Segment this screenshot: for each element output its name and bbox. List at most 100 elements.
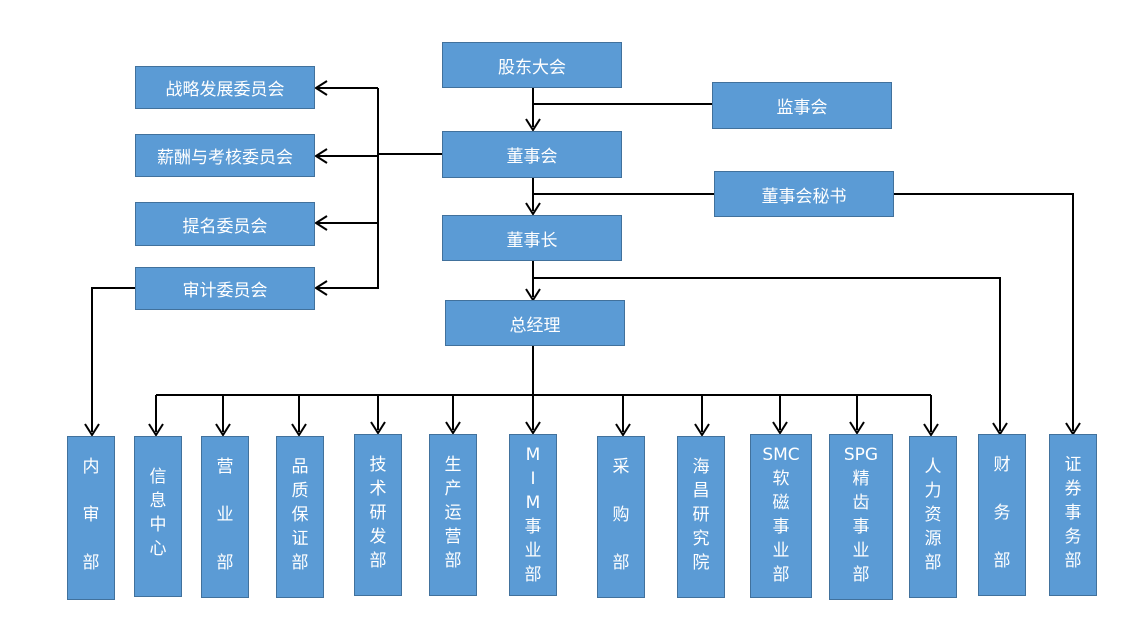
- shareholders-label: 股东大会: [498, 57, 566, 78]
- dept-char: 营: [444, 527, 462, 547]
- dept-sales: 营 业 部: [201, 436, 249, 598]
- dept-char: [88, 527, 93, 551]
- dept-finance: 财 务 部: [978, 434, 1026, 596]
- dept-securities: 证 券 事 务 部: [1049, 434, 1097, 596]
- dept-quality: 品 质 保 证 部: [276, 436, 324, 598]
- dept-char: [999, 525, 1004, 549]
- dept-char: 事: [852, 517, 870, 537]
- general-manager-label: 总经理: [509, 315, 561, 336]
- board-secretary-box: 董事会秘书: [714, 171, 894, 217]
- dept-char: 生: [444, 455, 462, 475]
- dept-char: [222, 479, 227, 503]
- dept-char: 部: [444, 551, 462, 571]
- nomination-committee-label: 提名委员会: [182, 216, 268, 237]
- dept-char: 昌: [692, 481, 710, 501]
- dept-char: 部: [612, 553, 630, 573]
- dept-char: 业: [772, 541, 790, 561]
- department-drop-lines: [148, 395, 939, 437]
- dept-char: 业: [852, 541, 870, 561]
- dept-char: 部: [1064, 551, 1082, 571]
- dept-char: 财: [993, 455, 1011, 475]
- dept-info-center: 信 息 中 心: [134, 436, 182, 597]
- dept-char: 事: [524, 517, 542, 537]
- arrowhead-internal-audit: [84, 423, 100, 437]
- arrowhead-nomination: [314, 215, 328, 231]
- dept-char: 部: [291, 553, 309, 573]
- arrowhead-spg: [849, 421, 865, 435]
- nomination-committee-box: 提名委员会: [135, 202, 315, 246]
- strategy-committee-box: 战略发展委员会: [135, 66, 315, 109]
- arrowhead-board: [525, 118, 541, 132]
- board-box: 董事会: [442, 131, 622, 178]
- dept-char: 心: [149, 539, 167, 559]
- dept-char: 部: [924, 553, 942, 573]
- connector-secretary-securities: [893, 193, 1074, 431]
- dept-char: 精: [852, 469, 870, 489]
- dept-char: 究: [692, 529, 710, 549]
- dept-char: 质: [291, 481, 309, 501]
- dept-char: 审: [82, 505, 100, 525]
- dept-char: [88, 479, 93, 503]
- arrowhead-chairman: [525, 202, 541, 216]
- dept-char: 磁: [772, 493, 790, 513]
- dept-char: I: [530, 469, 536, 489]
- arrowhead-compensation: [314, 148, 328, 164]
- dept-char: 齿: [852, 493, 870, 513]
- dept-mim: M I M 事 业 部: [509, 434, 557, 596]
- dept-smc: SMC 软 磁 事 业 部: [750, 434, 812, 598]
- dept-char: SPG: [843, 445, 879, 465]
- connector-chairman-finance: [533, 277, 1001, 431]
- audit-committee-box: 审计委员会: [135, 267, 315, 310]
- audit-committee-label: 审计委员会: [182, 281, 268, 301]
- dept-char: 力: [924, 481, 942, 501]
- dept-char: 务: [1064, 527, 1082, 547]
- dept-char: [618, 479, 623, 503]
- supervisors-box: 监事会: [712, 82, 892, 129]
- board-label: 董事会: [506, 147, 558, 167]
- dept-char: 源: [924, 529, 942, 549]
- dept-char: 事: [1064, 503, 1082, 523]
- dept-char: 部: [772, 565, 790, 585]
- dept-tech-rd: 技 术 研 发 部: [354, 434, 402, 596]
- dept-char: 院: [692, 553, 710, 573]
- dept-char: 信: [149, 467, 167, 487]
- arrowhead-smc: [772, 421, 788, 435]
- dept-char: 部: [216, 553, 234, 573]
- arrowhead-quality: [291, 423, 307, 437]
- dept-char: 运: [444, 503, 462, 523]
- arrowhead-sales: [215, 423, 231, 437]
- dept-char: 业: [216, 505, 234, 525]
- dept-hr: 人 力 资 源 部: [909, 436, 957, 598]
- connector-audit-internal: [91, 287, 135, 432]
- dept-internal-audit: 内 审 部: [67, 436, 115, 600]
- board-secretary-label: 董事会秘书: [761, 186, 847, 207]
- dept-char: 软: [772, 469, 790, 489]
- dept-char: SMC: [762, 445, 800, 465]
- arrowhead-production: [445, 421, 461, 435]
- dept-char: 部: [852, 565, 870, 585]
- dept-char: 采: [612, 457, 630, 477]
- dept-char: 证: [291, 529, 309, 549]
- dept-char: [222, 527, 227, 551]
- dept-char: 部: [369, 551, 387, 571]
- dept-char: M: [525, 445, 541, 465]
- arrowhead-hr: [923, 423, 939, 437]
- dept-char: 产: [444, 479, 462, 499]
- dept-char: 资: [924, 505, 942, 525]
- arrowhead-mim: [525, 421, 541, 435]
- arrowhead-tech-rd: [370, 421, 386, 435]
- dept-char: 购: [612, 505, 630, 525]
- dept-haichang: 海 昌 研 究 院: [677, 436, 725, 598]
- arrowhead-audit: [314, 280, 328, 296]
- dept-char: 技: [369, 455, 387, 475]
- dept-char: 部: [524, 565, 542, 585]
- dept-char: 事: [772, 517, 790, 537]
- strategy-committee-label: 战略发展委员会: [165, 80, 285, 100]
- chairman-box: 董事长: [442, 215, 622, 261]
- arrowhead-info-center: [148, 423, 164, 437]
- dept-char: 务: [993, 503, 1011, 523]
- compensation-committee-box: 薪酬与考核委员会: [135, 134, 315, 177]
- dept-char: 内: [82, 457, 100, 477]
